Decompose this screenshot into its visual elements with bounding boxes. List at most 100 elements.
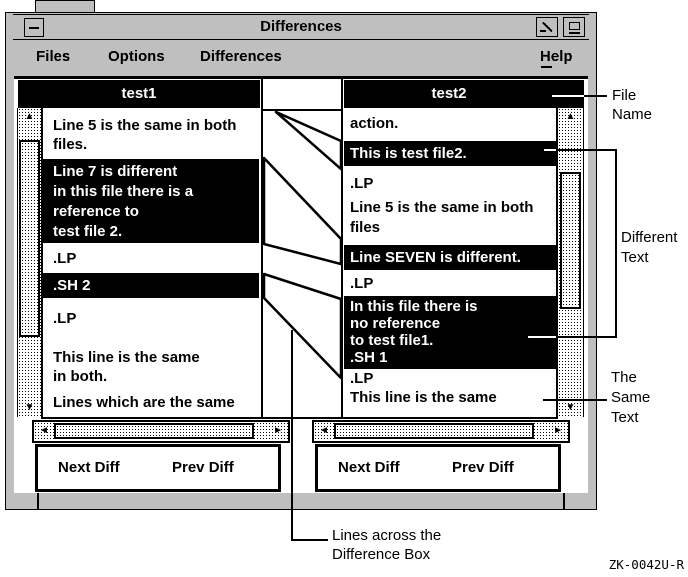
annotation-text: Difference Box <box>332 546 431 563</box>
text-block-different: In this file there is no reference to te… <box>344 296 556 369</box>
scroll-left-icon[interactable]: ◄ <box>319 425 329 436</box>
text-line: .LP <box>350 370 374 387</box>
scroll-down-icon[interactable]: ▼ <box>24 402 35 413</box>
text-line: Line 5 is the same in both <box>350 199 534 216</box>
text-line: test file 2. <box>53 223 123 240</box>
text-line: In this file there is <box>350 298 478 315</box>
annotation-text: File <box>612 87 637 104</box>
scroll-right-icon[interactable]: ► <box>273 425 283 436</box>
text-line: .LP <box>53 250 77 267</box>
title-bar[interactable]: Differences <box>13 14 589 40</box>
annotation-text: Text <box>621 249 649 266</box>
text-line: Line 7 is different <box>53 163 178 180</box>
text-line: Line SEVEN is different. <box>350 249 521 266</box>
maximize-button[interactable] <box>563 17 585 37</box>
annotation-line <box>291 539 328 541</box>
annotation-line <box>615 149 617 338</box>
prev-diff-button[interactable]: Prev Diff <box>452 459 514 476</box>
menu-bar: Files Options Differences Help <box>14 40 588 76</box>
left-file-name: test1 <box>121 85 157 102</box>
text-block-same: Line 5 is the same in both files. <box>53 116 236 154</box>
maximize-icon-bar <box>569 32 580 34</box>
difference-map <box>263 111 341 380</box>
left-vertical-scrollbar[interactable]: ▲ ▼ <box>17 108 41 417</box>
text-line: reference to <box>53 203 139 220</box>
diff-wedge <box>263 272 341 380</box>
text-line: This is test file2. <box>350 145 467 162</box>
annotation-line <box>543 399 607 401</box>
window-title: Differences <box>260 18 342 35</box>
text-block-different: This is test file2. <box>344 141 556 166</box>
text-line: files <box>350 219 381 236</box>
text-line: in this file there is a <box>53 183 194 200</box>
left-hscroll-thumb[interactable] <box>54 423 254 439</box>
annotation-text: The <box>611 369 637 386</box>
annotation-line <box>291 330 293 541</box>
right-file-name: test2 <box>431 85 467 102</box>
annotation-line <box>584 95 607 97</box>
text-line: Line 5 is the same in both <box>53 117 237 134</box>
next-diff-button[interactable]: Next Diff <box>338 459 400 476</box>
right-horizontal-scrollbar[interactable]: ◄ ► <box>312 420 570 443</box>
annotation-text: Same <box>611 389 651 406</box>
frame-notch <box>37 493 39 510</box>
maximize-icon <box>569 22 580 30</box>
annotation-line <box>552 95 584 97</box>
diff-wedge <box>274 111 341 171</box>
annotation-text: Text <box>611 409 639 426</box>
text-block-same: Line 5 is the same in both files <box>350 198 533 238</box>
difference-box <box>261 79 343 419</box>
annotation-line <box>556 336 617 338</box>
text-line: no reference <box>350 315 441 332</box>
menu-differences[interactable]: Differences <box>200 48 282 65</box>
text-line: in both. <box>53 368 108 385</box>
diff-wedge <box>263 156 341 266</box>
next-diff-button[interactable]: Next Diff <box>58 459 120 476</box>
iconify-icon <box>29 27 39 29</box>
lines-across-label: Lines across the Difference Box <box>332 526 441 564</box>
annotation-line <box>556 149 617 151</box>
different-text-label: Different Text <box>621 228 677 268</box>
right-vscroll-thumb[interactable] <box>560 172 581 309</box>
text-block-different: .SH 2 <box>43 273 259 298</box>
scroll-up-icon[interactable]: ▲ <box>565 111 576 122</box>
text-line: action. <box>350 115 399 132</box>
text-line: to test file1. <box>350 332 434 349</box>
prev-diff-button[interactable]: Prev Diff <box>172 459 234 476</box>
text-line: Lines which are the same <box>53 394 235 411</box>
right-vertical-scrollbar[interactable]: ▲ ▼ <box>558 108 584 417</box>
right-hscroll-thumb[interactable] <box>334 423 534 439</box>
scroll-down-icon[interactable]: ▼ <box>565 402 576 413</box>
same-text-label: The Same Text <box>611 368 650 428</box>
left-horizontal-scrollbar[interactable]: ◄ ► <box>32 420 290 443</box>
right-text-pane[interactable]: action. This is test file2. .LP Line 5 i… <box>344 108 556 417</box>
iconify-button[interactable] <box>24 18 44 37</box>
menu-help[interactable]: Help <box>540 48 573 65</box>
divider <box>41 417 558 419</box>
scroll-up-icon[interactable]: ▲ <box>24 111 35 122</box>
figure-code: ZK-0042U-R <box>608 557 684 572</box>
text-line: .LP <box>350 175 374 192</box>
menu-options[interactable]: Options <box>108 48 165 65</box>
text-block-same: This line is the same in both. <box>53 348 200 386</box>
text-line: This line is the same <box>53 349 200 366</box>
text-block-different: Line 7 is different in this file there i… <box>43 159 259 243</box>
left-file-name-bar: test1 <box>18 80 260 108</box>
scroll-left-icon[interactable]: ◄ <box>39 425 49 436</box>
text-line: .LP <box>53 310 77 327</box>
divider <box>263 109 341 111</box>
file-name-label: File Name <box>612 86 652 124</box>
text-line: .LP <box>350 275 374 292</box>
text-line: This line is the same <box>350 389 497 406</box>
scroll-right-icon[interactable]: ► <box>553 425 563 436</box>
left-vscroll-thumb[interactable] <box>19 140 40 337</box>
annotation-text: Name <box>612 106 653 123</box>
annotation-line <box>544 149 556 151</box>
right-diff-controls: Next Diff Prev Diff <box>315 444 561 492</box>
resize-button[interactable] <box>536 17 558 37</box>
menu-files[interactable]: Files <box>36 48 71 65</box>
left-text-pane[interactable]: Line 5 is the same in both files. Line 7… <box>43 108 259 417</box>
right-file-name-bar: test2 <box>344 80 584 108</box>
text-line: .SH 2 <box>53 277 91 294</box>
